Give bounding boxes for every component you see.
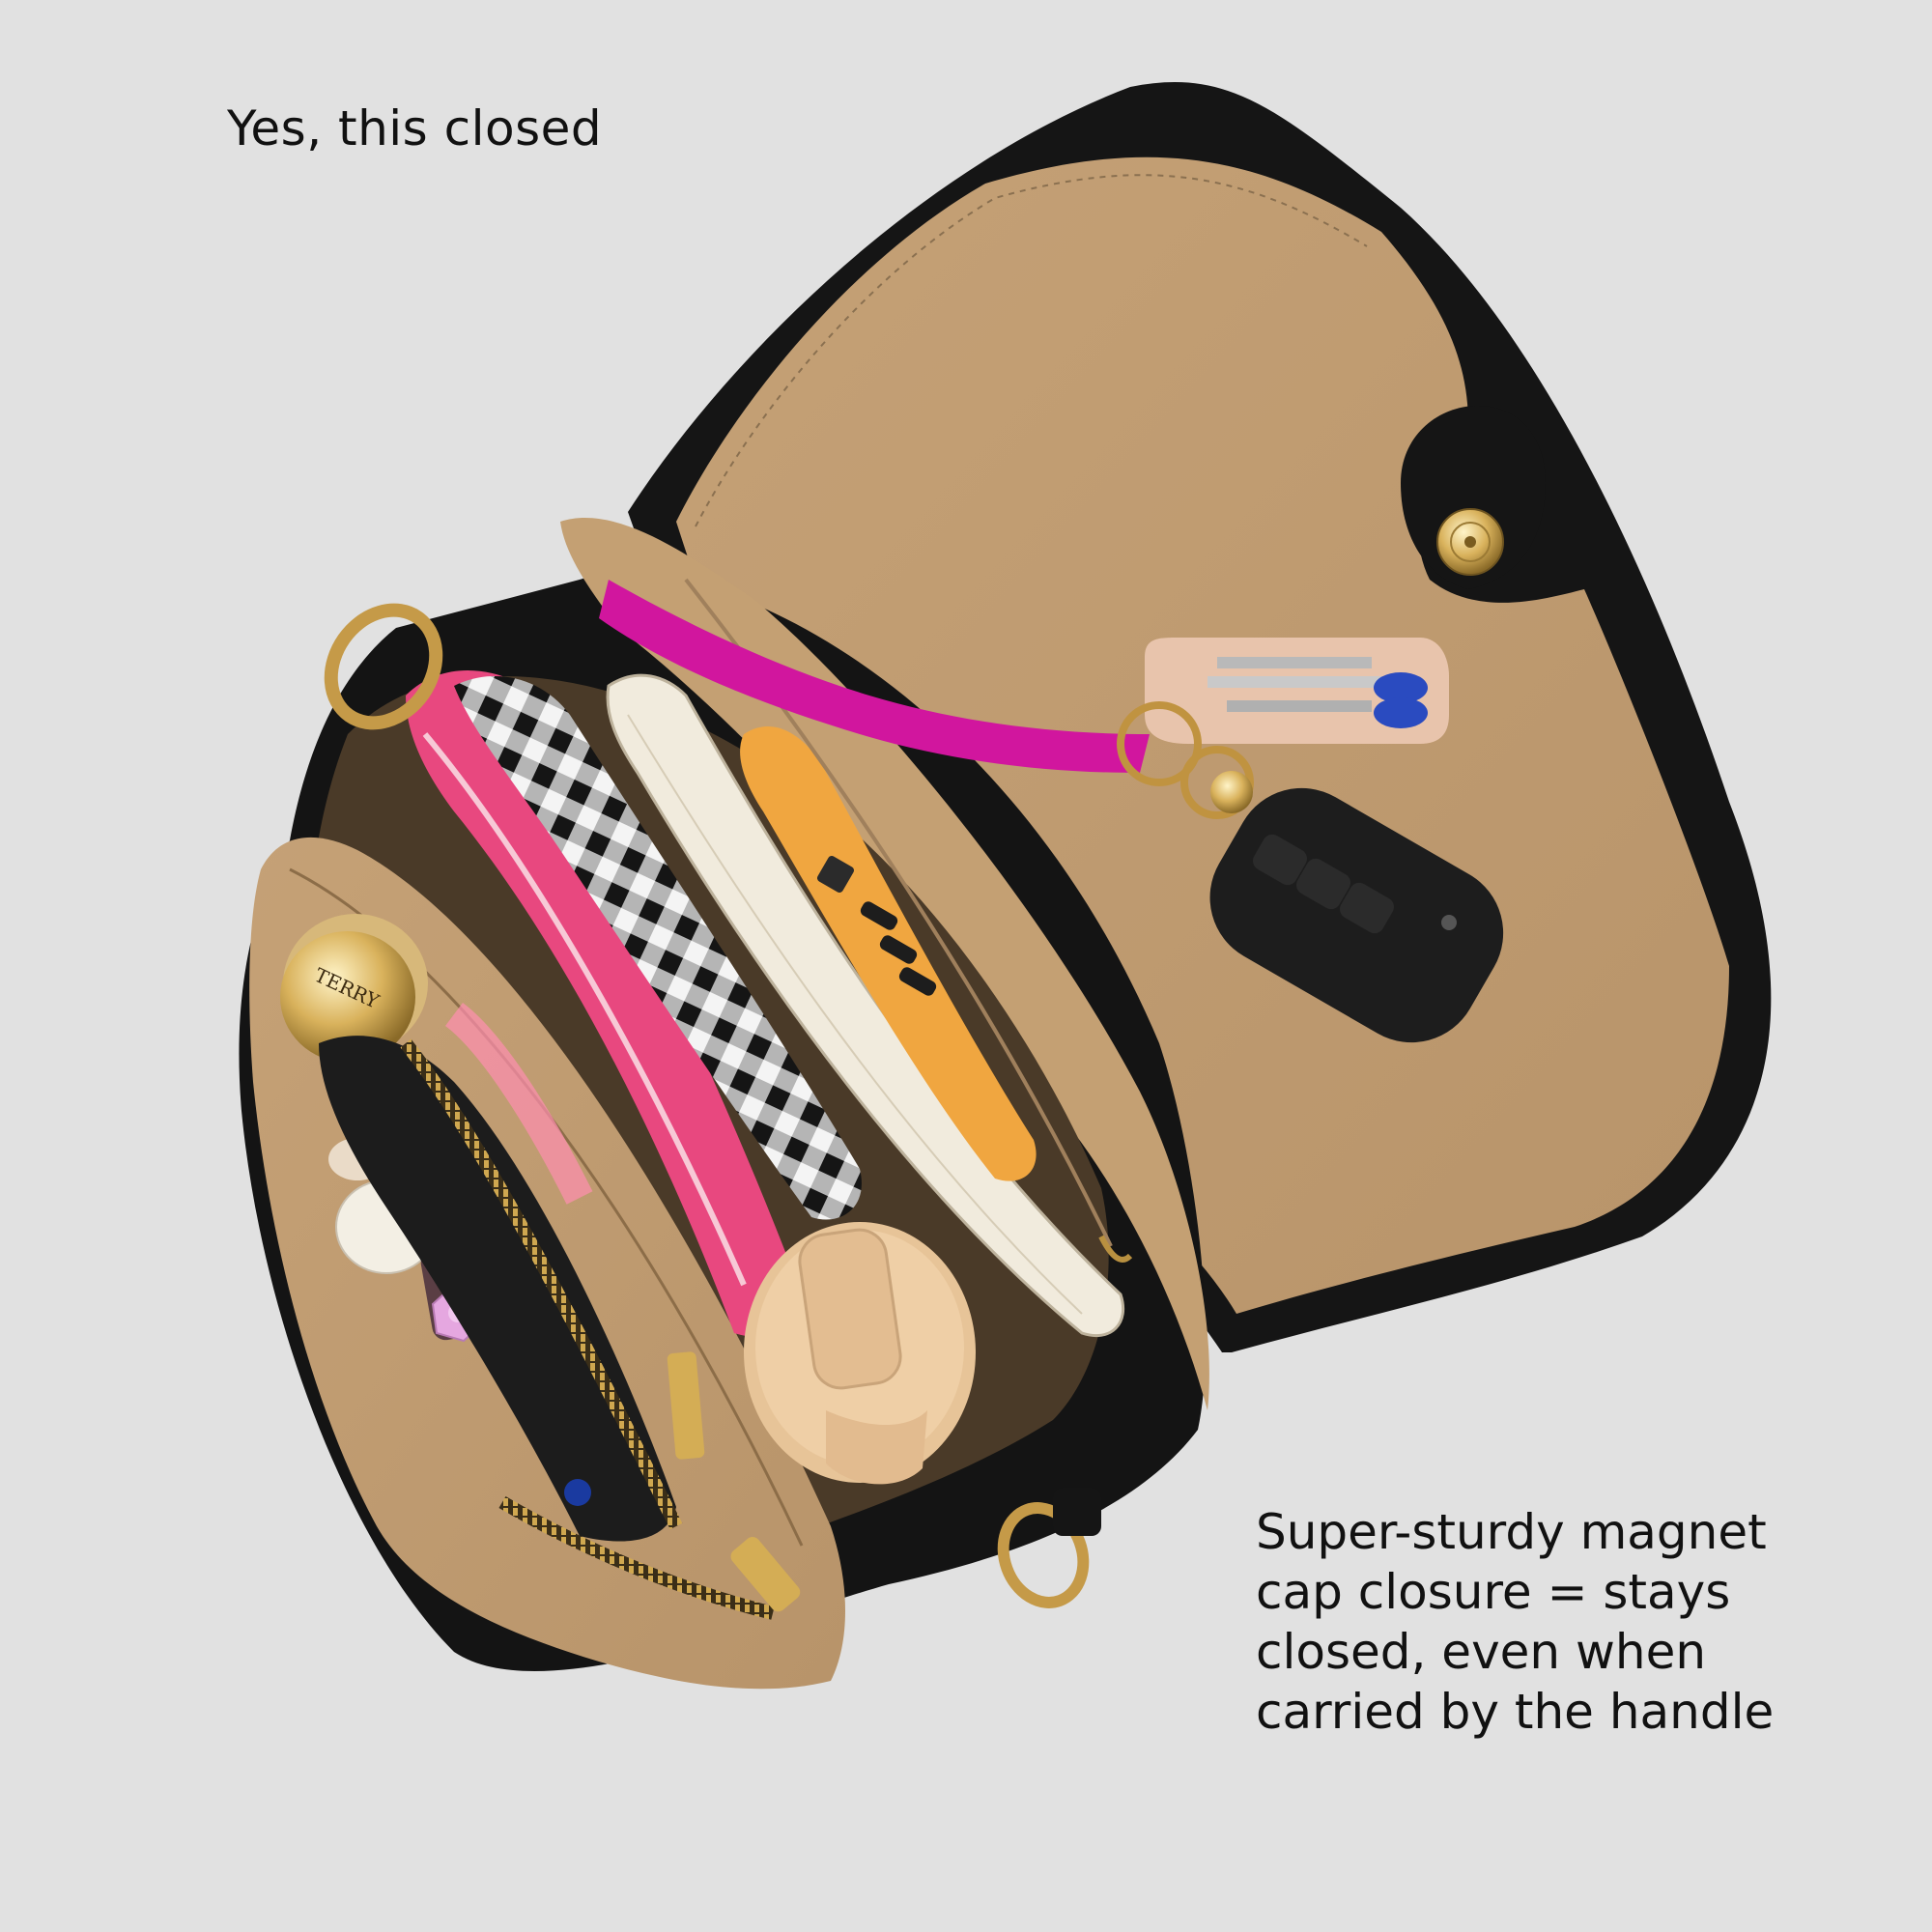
caption-line: cap closure = stays: [1256, 1564, 1731, 1620]
caption-line: Super-sturdy magnet: [1256, 1504, 1767, 1560]
gingham-item: [454, 676, 862, 1220]
caption-line: carried by the handle: [1256, 1684, 1775, 1740]
zip-wallet: [319, 1036, 801, 1620]
key-organizer: [1145, 638, 1449, 744]
key-ring: [1117, 701, 1254, 819]
pink-pouch: [406, 670, 802, 1337]
compact-mirror: TERRY: [280, 914, 428, 1063]
caption-bottom: Super-sturdy magnet cap closure = stays …: [1256, 1502, 1874, 1742]
magnet-clasp: [1401, 406, 1546, 589]
caption-top: Yes, this closed: [227, 100, 603, 156]
d-ring-right: [997, 1488, 1101, 1608]
key-strap: [599, 580, 1150, 773]
phone: [740, 725, 1037, 1181]
tumbler-lid: [744, 1222, 976, 1485]
car-key-fob: [1209, 787, 1504, 1043]
d-ring-left: [324, 603, 443, 730]
caption-line: closed, even when: [1256, 1624, 1707, 1680]
